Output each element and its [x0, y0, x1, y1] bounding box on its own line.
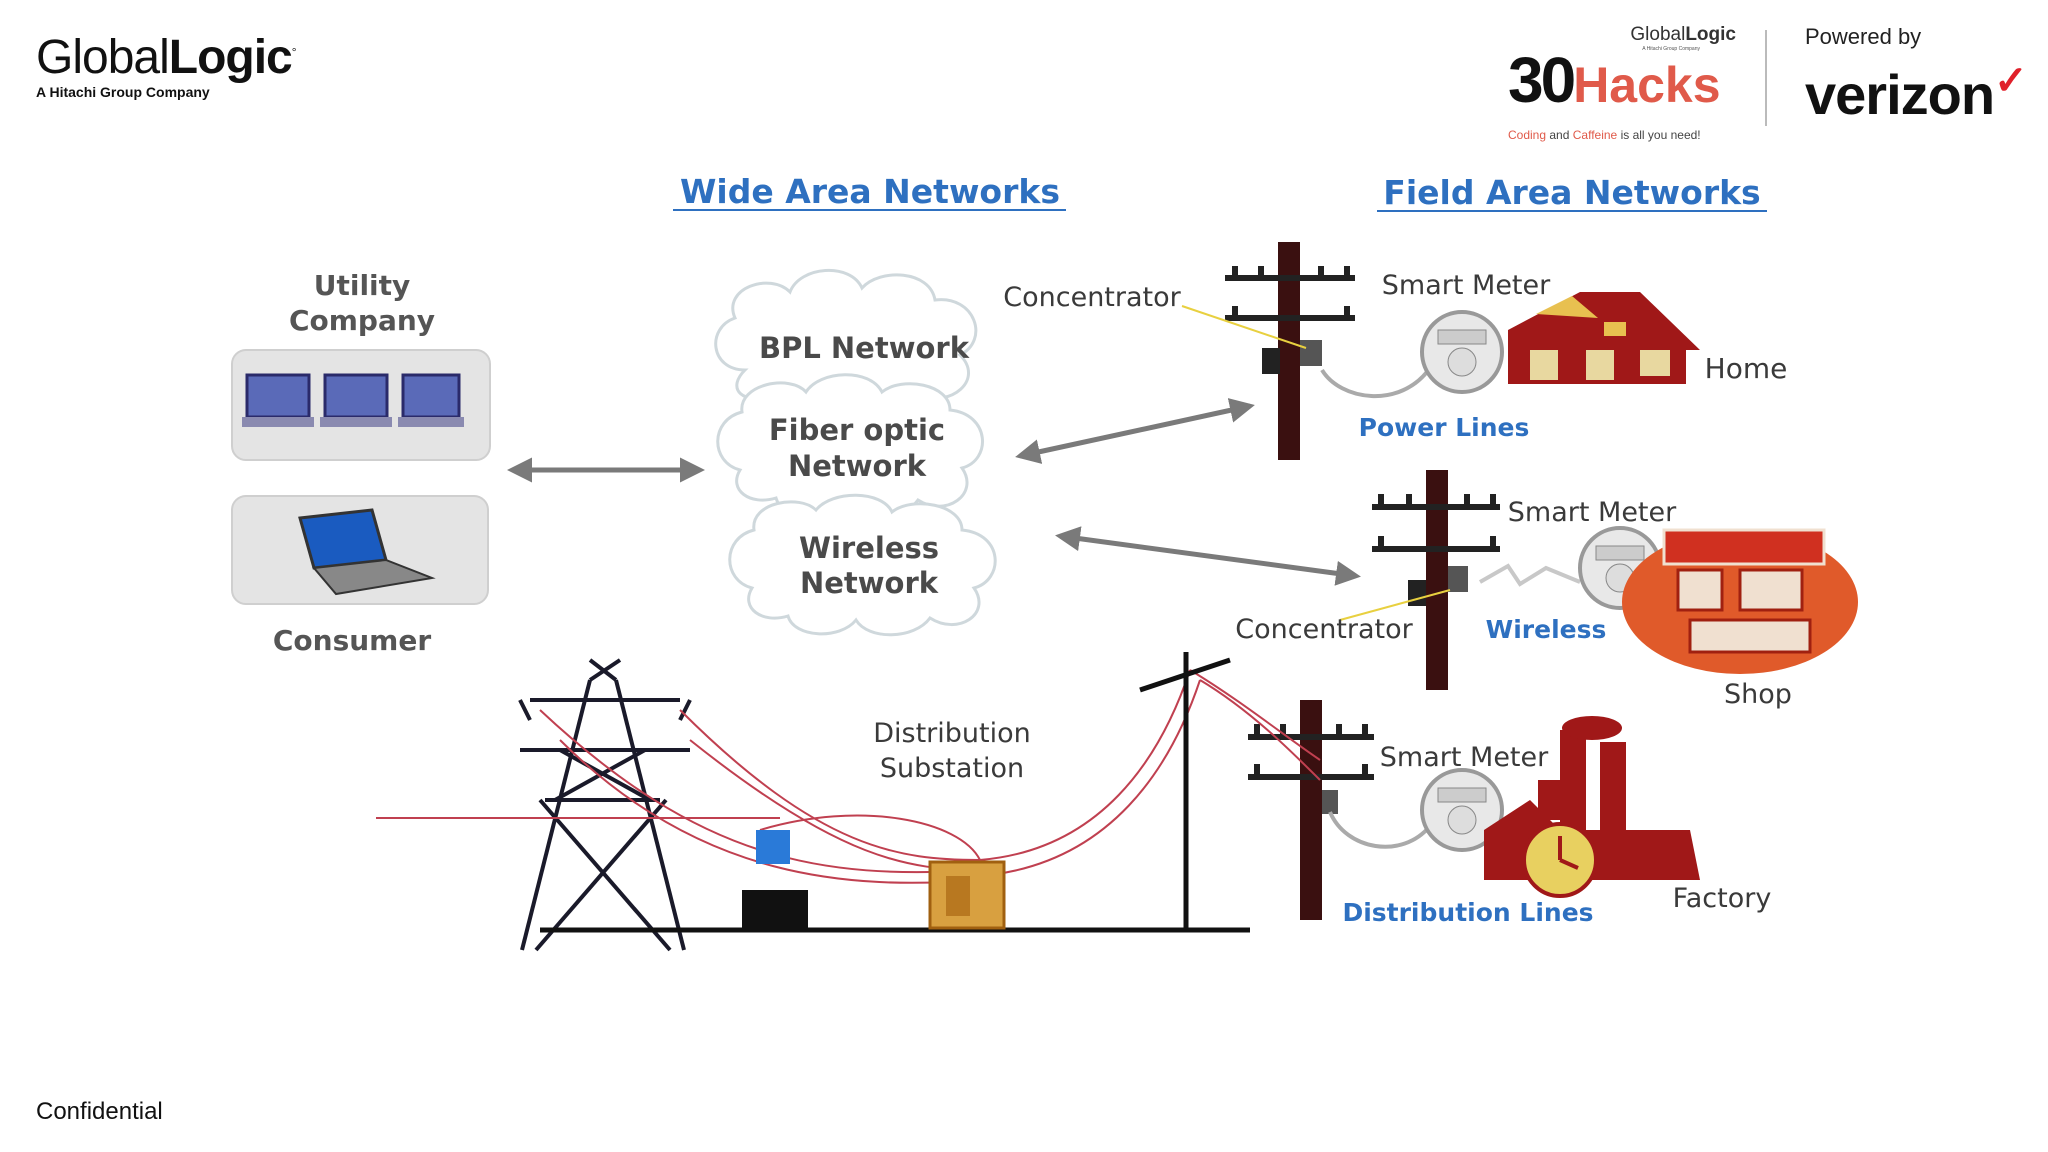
fiber-optic-label-line1: Fiber optic	[769, 413, 945, 447]
hack-word: Hacks	[1573, 57, 1721, 113]
wireless-network-label-line1: Wireless	[799, 531, 939, 565]
confidential-label: Confidential	[36, 1098, 163, 1125]
utility-pole-middle	[1372, 470, 1500, 690]
30hacks-logo: GlobalLogic A Hitachi Group Company 30Ha…	[1508, 24, 1736, 142]
distribution-lines-label: Distribution Lines	[1342, 898, 1593, 927]
substation-label-line1: Distribution	[873, 718, 1031, 749]
logo-divider	[1765, 30, 1767, 126]
hack-brand-global: Global	[1630, 24, 1686, 45]
utility-company-label-line1: Utility	[314, 269, 411, 302]
shop-label: Shop	[1724, 679, 1792, 710]
utility-pole-bottom	[1248, 700, 1374, 920]
transmission-tower-icon	[518, 658, 692, 952]
slogan-rest: is all you need!	[1620, 128, 1701, 142]
home-icon	[1508, 292, 1700, 384]
home-label: Home	[1705, 352, 1788, 385]
substation-base	[742, 890, 808, 932]
logo-tagline: A Hitachi Group Company	[36, 84, 210, 100]
slogan-and: and	[1549, 128, 1570, 142]
distribution-pole-icon	[1139, 652, 1231, 930]
verizon-check-icon: ✓	[1994, 59, 2028, 103]
substation-label-line2: Substation	[880, 753, 1024, 784]
concentrator-label-middle: Concentrator	[1235, 614, 1413, 645]
shop-icon	[1622, 528, 1858, 674]
hack-number: 30	[1508, 44, 1576, 116]
fiber-optic-label-line2: Network	[788, 449, 927, 483]
smart-meter-factory-icon	[1420, 768, 1504, 852]
globallogic-logo: GlobalLogic° A Hitachi Group Company	[36, 31, 297, 101]
factory-label: Factory	[1673, 883, 1772, 914]
verizon-logo: verizon✓	[1805, 59, 2028, 127]
wireless-network-label-line2: Network	[800, 566, 939, 600]
header-field-area-networks: Field Area Networks	[1383, 173, 1760, 212]
slogan-caffeine: Caffeine	[1572, 128, 1618, 142]
concentrator-pointer-middle	[1339, 589, 1451, 621]
arrow-wan-to-wireless	[1055, 526, 1361, 586]
utility-pole-top	[1225, 242, 1355, 460]
power-lines-label: Power Lines	[1359, 413, 1530, 442]
arrow-wan-to-power-lines	[1015, 398, 1255, 464]
logo-global: Global	[36, 31, 170, 84]
fiber-optic-network-cloud: Fiber optic Network	[716, 373, 985, 519]
home-meter-wire	[1320, 366, 1432, 399]
computer-icon-1	[242, 373, 314, 427]
wireless-zigzag	[1479, 563, 1581, 587]
header-wide-area-networks: Wide Area Networks	[680, 172, 1060, 211]
concentrator-pointer-top	[1181, 305, 1307, 349]
substation-blue-box	[756, 830, 790, 864]
hack-brand-logic: Logic	[1685, 24, 1736, 45]
factory-icon	[1484, 716, 1700, 898]
computer-icon-2	[320, 373, 392, 427]
hack-brand-tagline: A Hitachi Group Company	[1642, 46, 1700, 52]
computer-icon-3	[398, 373, 464, 427]
verizon-wordmark: verizon	[1805, 63, 1995, 126]
logo-logic: Logic	[168, 31, 293, 84]
smart-meter-factory-label: Smart Meter	[1380, 742, 1549, 773]
wireless-network-cloud: Wireless Network	[728, 493, 997, 637]
laptop-icon	[298, 508, 436, 596]
factory-meter-wire	[1328, 811, 1432, 849]
wireless-label: Wireless	[1486, 615, 1607, 644]
slogan-coding: Coding	[1508, 128, 1547, 142]
smart-meter-home-icon	[1420, 310, 1504, 394]
power-wires	[376, 669, 1321, 884]
bpl-network-label: BPL Network	[759, 331, 970, 365]
utility-company-label-line2: Company	[289, 304, 435, 337]
consumer-label: Consumer	[273, 624, 431, 657]
smart-meter-shop-label: Smart Meter	[1508, 497, 1677, 528]
substation-transformer-panel	[946, 876, 970, 916]
smart-meter-home-label: Smart Meter	[1382, 270, 1551, 301]
powered-by-label: Powered by	[1805, 24, 1922, 49]
concentrator-label-top: Concentrator	[1003, 282, 1181, 313]
